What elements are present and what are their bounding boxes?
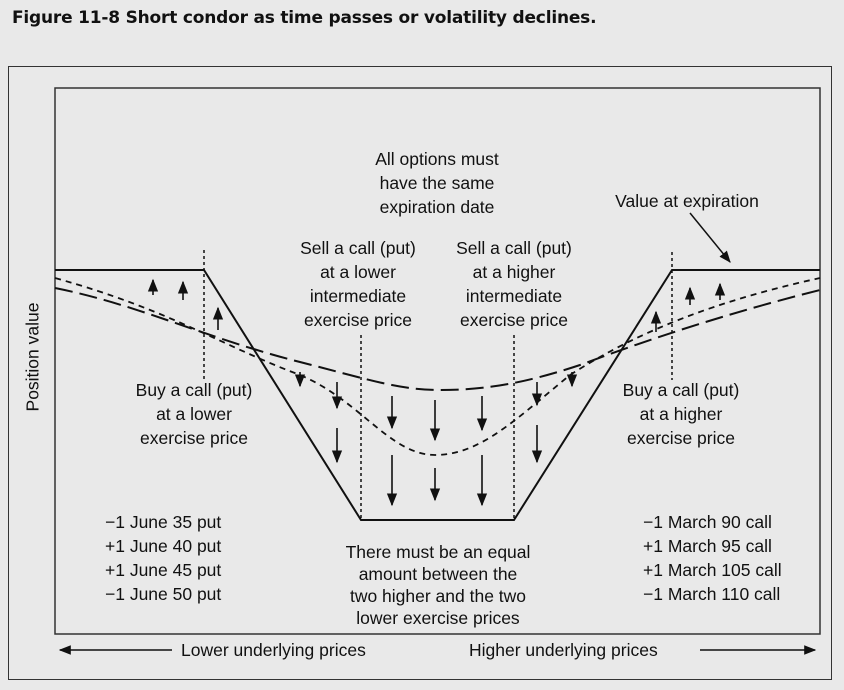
sell-lower-label: Sell a call (put) at a lower intermediat…: [300, 238, 416, 330]
lower-prices-label: Lower underlying prices: [181, 640, 366, 660]
buy-higher-label: Buy a call (put) at a higher exercise pr…: [622, 380, 740, 448]
figure-caption: Figure 11-8 Short condor as time passes …: [12, 8, 597, 28]
list-item: +1 June 45 put: [105, 560, 222, 580]
up-arrows-left: [147, 278, 224, 330]
list-item: +1 March 105 call: [643, 560, 782, 580]
y-axis-label: Position value: [22, 302, 43, 412]
expiration-value-line: [55, 269, 820, 521]
higher-prices-label: Higher underlying prices: [469, 640, 658, 660]
value-at-expiration-label: Value at expiration: [615, 191, 759, 211]
list-item: +1 June 40 put: [105, 536, 222, 556]
list-item: −1 March 90 call: [643, 512, 772, 532]
list-item: +1 March 95 call: [643, 536, 772, 556]
sell-higher-label: Sell a call (put) at a higher intermedia…: [456, 238, 572, 330]
short-dash-curve: [54, 277, 821, 456]
list-item: −1 June 50 put: [105, 584, 222, 604]
same-expiration-note: All options must have the same expiratio…: [375, 149, 499, 217]
long-dash-curve: [54, 287, 821, 392]
list-item: −1 March 110 call: [643, 584, 781, 604]
call-positions-list: −1 March 90 call +1 March 95 call +1 Mar…: [643, 510, 782, 606]
equal-amount-note: There must be an equal amount between th…: [345, 542, 531, 628]
plot-box: [54, 87, 821, 635]
list-item: −1 June 35 put: [105, 512, 222, 532]
down-arrows: [294, 372, 578, 507]
put-positions-list: −1 June 35 put +1 June 40 put +1 June 45…: [105, 510, 221, 606]
expiration-pointer: [689, 212, 731, 263]
figure-frame: [8, 66, 832, 680]
buy-lower-label: Buy a call (put) at a lower exercise pri…: [135, 380, 253, 448]
up-arrows-right: [650, 282, 726, 332]
